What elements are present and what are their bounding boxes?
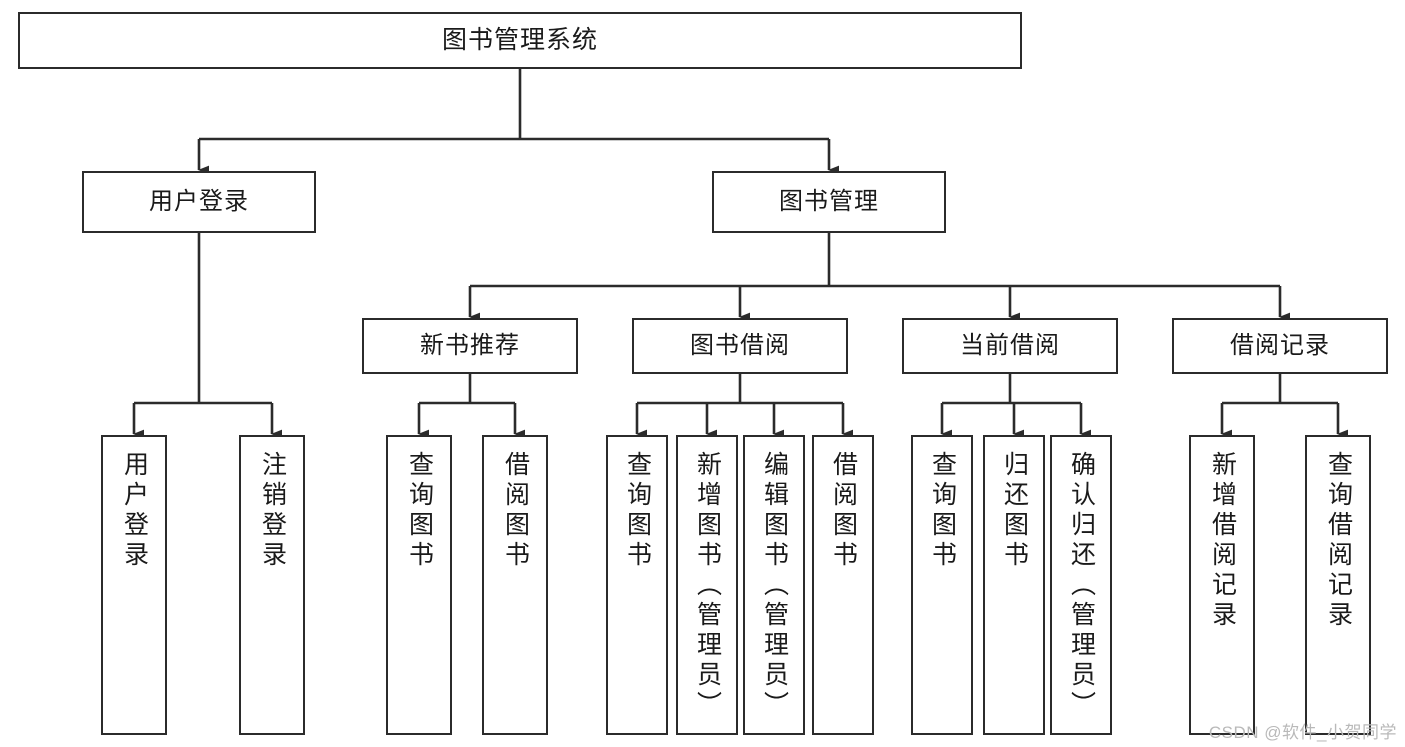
node-label: 借阅记录 (1230, 331, 1330, 359)
node-label: 借阅图书 (829, 451, 858, 571)
node-label: 查询借阅记录 (1324, 451, 1353, 631)
node-label: 查询图书 (623, 451, 652, 571)
node-label: 借阅图书 (501, 451, 530, 571)
node-label: 注销登录 (258, 451, 287, 571)
node-leaf-cu-return[interactable]: 归还图书 (983, 435, 1045, 735)
node-label: 当前借阅 (960, 331, 1060, 359)
node-label: 图书管理 (779, 187, 879, 215)
node-leaf-nr-query[interactable]: 查询图书 (386, 435, 452, 735)
node-leaf-nr-borrow[interactable]: 借阅图书 (482, 435, 548, 735)
node-label: 确认归还（管理员） (1067, 451, 1096, 721)
node-leaf-cu-confirm[interactable]: 确认归还（管理员） (1050, 435, 1112, 735)
node-label: 新增借阅记录 (1208, 451, 1237, 631)
node-leaf-rc-query[interactable]: 查询借阅记录 (1305, 435, 1371, 735)
node-leaf-bw-edit[interactable]: 编辑图书（管理员） (743, 435, 805, 735)
watermark: CSDN @软件_小贺同学 (1208, 723, 1397, 742)
node-leaf-cu-query[interactable]: 查询图书 (911, 435, 973, 735)
node-label: 新增图书（管理员） (693, 451, 722, 721)
node-leaf-bw-add[interactable]: 新增图书（管理员） (676, 435, 738, 735)
node-login[interactable]: 用户登录 (82, 171, 316, 233)
node-leaf-user-login[interactable]: 用户登录 (101, 435, 167, 735)
node-label: 用户登录 (120, 451, 149, 571)
node-label: 归还图书 (1000, 451, 1029, 571)
node-label: 查询图书 (928, 451, 957, 571)
node-bookmgmt[interactable]: 图书管理 (712, 171, 946, 233)
node-leaf-rc-add[interactable]: 新增借阅记录 (1189, 435, 1255, 735)
node-label: 图书管理系统 (441, 25, 598, 54)
node-leaf-bw-query[interactable]: 查询图书 (606, 435, 668, 735)
node-records[interactable]: 借阅记录 (1172, 318, 1388, 374)
node-label: 查询图书 (405, 451, 434, 571)
node-leaf-bw-borrow[interactable]: 借阅图书 (812, 435, 874, 735)
node-label: 图书借阅 (690, 331, 790, 359)
node-root[interactable]: 图书管理系统 (18, 12, 1022, 69)
node-label: 编辑图书（管理员） (760, 451, 789, 721)
node-leaf-user-logout[interactable]: 注销登录 (239, 435, 305, 735)
node-label: 新书推荐 (420, 331, 520, 359)
node-label: 用户登录 (149, 187, 249, 215)
node-borrow[interactable]: 图书借阅 (632, 318, 848, 374)
node-current[interactable]: 当前借阅 (902, 318, 1118, 374)
node-newrec[interactable]: 新书推荐 (362, 318, 578, 374)
